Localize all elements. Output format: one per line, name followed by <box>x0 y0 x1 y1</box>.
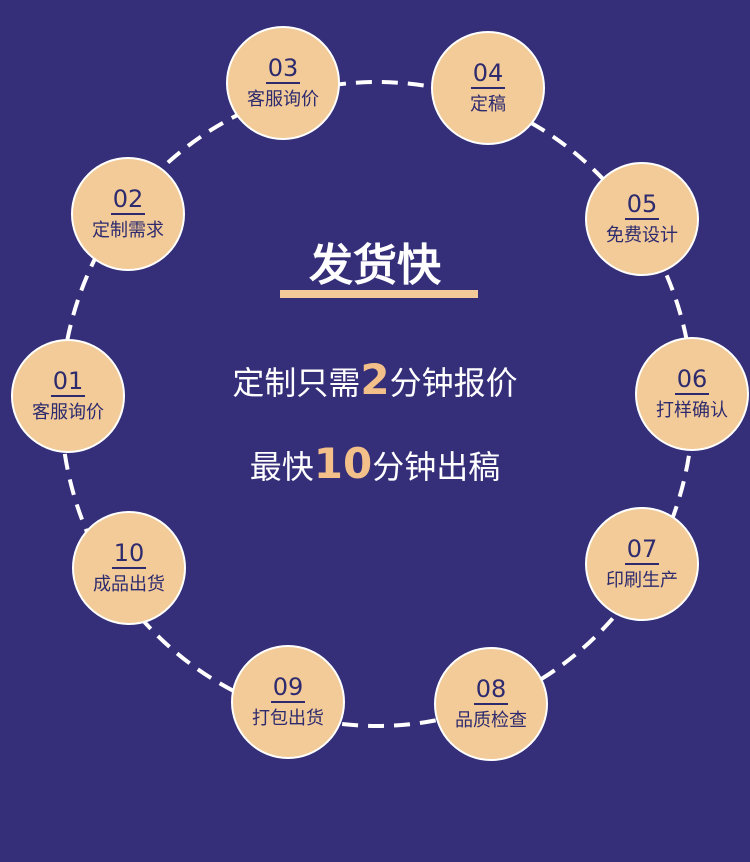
step-03: 03 客服询价 <box>226 26 340 140</box>
step-label: 印刷生产 <box>606 570 678 591</box>
draft-time-number: 10 <box>313 439 373 488</box>
step-09: 09 打包出货 <box>231 645 345 759</box>
step-number: 03 <box>265 54 301 84</box>
headline: 发货快 <box>309 240 441 291</box>
step-number: 09 <box>270 673 306 703</box>
step-label: 定制需求 <box>92 220 164 241</box>
step-label: 客服询价 <box>247 89 319 110</box>
step-number: 01 <box>50 367 86 397</box>
step-label: 客服询价 <box>32 402 104 423</box>
step-01: 01 客服询价 <box>11 339 125 453</box>
step-label: 成品出货 <box>93 574 165 595</box>
step-05: 05 免费设计 <box>585 162 699 276</box>
step-number: 10 <box>111 539 147 569</box>
step-number: 04 <box>470 59 506 89</box>
step-label: 免费设计 <box>606 225 678 246</box>
step-number: 06 <box>674 365 710 395</box>
step-number: 08 <box>473 675 509 705</box>
step-07: 07 印刷生产 <box>585 507 699 621</box>
step-number: 02 <box>110 185 146 215</box>
quote-time-prefix: 定制只需 <box>232 364 361 402</box>
draft-time-suffix: 分钟出稿 <box>372 448 501 486</box>
step-06: 06 打样确认 <box>635 337 749 451</box>
step-10: 10 成品出货 <box>72 511 186 625</box>
step-number: 07 <box>624 535 660 565</box>
draft-time-prefix: 最快 <box>249 448 314 486</box>
step-08: 08 品质检查 <box>434 647 548 761</box>
step-02: 02 定制需求 <box>71 157 185 271</box>
quote-time-text: 定制只需2分钟报价 <box>0 356 750 407</box>
step-label: 打包出货 <box>252 708 324 729</box>
step-number: 05 <box>624 190 660 220</box>
step-label: 打样确认 <box>656 400 728 421</box>
step-label: 品质检查 <box>455 710 527 731</box>
headline-underline <box>280 290 478 298</box>
quote-time-number: 2 <box>360 355 390 404</box>
draft-time-text: 最快10分钟出稿 <box>0 440 750 491</box>
quote-time-suffix: 分钟报价 <box>389 364 518 402</box>
step-04: 04 定稿 <box>431 31 545 145</box>
step-label: 定稿 <box>470 94 506 115</box>
